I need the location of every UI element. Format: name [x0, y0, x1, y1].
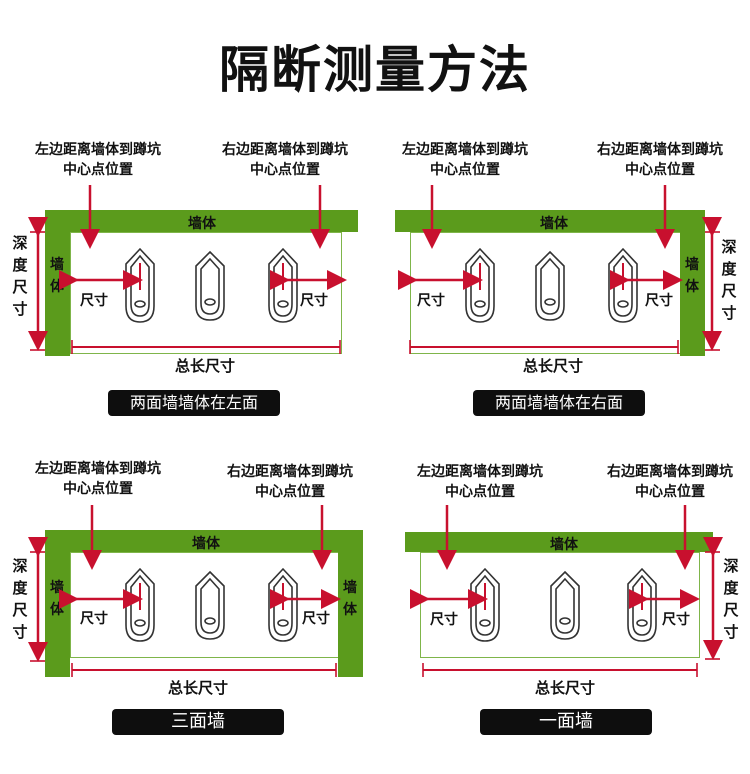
depth-label: 深度尺寸 [721, 238, 737, 322]
left-measure-line2: 中心点位置 [445, 484, 515, 500]
left-measure-line2: 中心点位置 [430, 162, 500, 178]
right-measure-line2: 中心点位置 [625, 162, 695, 178]
right-size-label: 尺寸 [645, 293, 673, 309]
scenario-badge: 三面墙 [112, 709, 284, 735]
panel-two-walls-right: 左边距离墙体到蹲坑 中心点位置 右边距离墙体到蹲坑 中心点位置 墙体 墙体 深度… [375, 0, 750, 416]
depth-label: 深度尺寸 [723, 557, 739, 641]
toilet-2 [195, 250, 225, 321]
right-measure-label: 右边距离墙体到蹲坑 中心点位置 [205, 140, 365, 180]
right-measure-label: 右边距离墙体到蹲坑 中心点位置 [580, 140, 740, 180]
total-length-label: 总长尺寸 [523, 357, 584, 375]
toilet-3 [608, 247, 638, 323]
right-measure-label: 右边距离墙体到蹲坑 中心点位置 [210, 462, 370, 502]
total-length-label: 总长尺寸 [168, 679, 229, 697]
toilet-1 [470, 567, 500, 642]
left-measure-label: 左边距离墙体到蹲坑 中心点位置 [400, 462, 560, 502]
top-wall-label: 墙体 [192, 536, 220, 552]
toilet-3 [268, 247, 298, 323]
left-size-label: 尺寸 [417, 293, 445, 309]
left-measure-line2: 中心点位置 [63, 481, 133, 497]
right-measure-line1: 右边距离墙体到蹲坑 [597, 142, 723, 158]
right-measure-line1: 右边距离墙体到蹲坑 [227, 464, 353, 480]
panel-3-graphics [28, 505, 341, 677]
toilet-3 [627, 567, 657, 642]
panel-one-wall: 左边距离墙体到蹲坑 中心点位置 右边距离墙体到蹲坑 中心点位置 墙体 深度尺寸 … [375, 387, 750, 774]
toilet-1 [465, 247, 495, 323]
toilet-1 [125, 247, 155, 323]
page-title: 隔断测量方法 [219, 40, 531, 99]
panel-2-graphics [398, 185, 722, 354]
toilet-3 [268, 567, 298, 642]
left-measure-label: 左边距离墙体到蹲坑 中心点位置 [18, 140, 178, 180]
left-measure-line2: 中心点位置 [63, 162, 133, 178]
top-wall [45, 210, 358, 232]
panel-two-walls-left: 左边距离墙体到蹲坑 中心点位置 右边距离墙体到蹲坑 中心点位置 墙体 墙体 深度… [0, 0, 375, 416]
top-wall [395, 210, 705, 232]
top-wall-label: 墙体 [188, 216, 216, 232]
right-wall-label: 墙体 [343, 580, 357, 618]
scenario-badge: 两面墙墙体在左面 [108, 390, 280, 416]
right-measure-line2: 中心点位置 [250, 162, 320, 178]
floor-area [410, 232, 684, 354]
right-wall [680, 210, 705, 356]
panel-three-walls: 左边距离墙体到蹲坑 中心点位置 右边距离墙体到蹲坑 中心点位置 墙体 墙体 墙体… [0, 387, 375, 774]
right-size-label: 尺寸 [300, 293, 328, 309]
scenario-badge: 一面墙 [480, 709, 652, 735]
right-size-label: 尺寸 [302, 611, 330, 627]
total-length-label: 总长尺寸 [175, 357, 236, 375]
depth-label: 深度尺寸 [12, 557, 28, 641]
panel-1-graphics [28, 185, 347, 354]
depth-label: 深度尺寸 [12, 234, 28, 318]
toilet-2 [195, 570, 225, 640]
left-measure-line1: 左边距离墙体到蹲坑 [35, 461, 161, 477]
top-wall-label: 墙体 [540, 216, 568, 232]
toilet-1 [125, 567, 155, 642]
right-measure-line2: 中心点位置 [255, 484, 325, 500]
left-size-label: 尺寸 [80, 293, 108, 309]
right-measure-line1: 右边距离墙体到蹲坑 [607, 464, 733, 480]
left-size-label: 尺寸 [430, 612, 458, 628]
toilet-2 [550, 570, 580, 640]
left-measure-label: 左边距离墙体到蹲坑 中心点位置 [385, 140, 545, 180]
right-measure-label: 右边距离墙体到蹲坑 中心点位置 [590, 462, 750, 502]
right-wall [338, 530, 363, 677]
total-length-label: 总长尺寸 [535, 679, 596, 697]
right-measure-line1: 右边距离墙体到蹲坑 [222, 142, 348, 158]
left-measure-line1: 左边距离墙体到蹲坑 [402, 142, 528, 158]
right-size-label: 尺寸 [662, 612, 690, 628]
top-wall [45, 530, 363, 552]
left-measure-line1: 左边距离墙体到蹲坑 [417, 464, 543, 480]
right-wall-label: 墙体 [685, 257, 699, 295]
top-wall [405, 532, 713, 552]
left-measure-line1: 左边距离墙体到蹲坑 [35, 142, 161, 158]
scenario-badge: 两面墙墙体在右面 [473, 390, 645, 416]
left-measure-label: 左边距离墙体到蹲坑 中心点位置 [18, 459, 178, 499]
right-measure-line2: 中心点位置 [635, 484, 705, 500]
top-wall-label: 墙体 [550, 537, 578, 553]
panel-4-graphics [410, 505, 723, 677]
toilet-2 [535, 250, 565, 321]
left-size-label: 尺寸 [80, 611, 108, 627]
